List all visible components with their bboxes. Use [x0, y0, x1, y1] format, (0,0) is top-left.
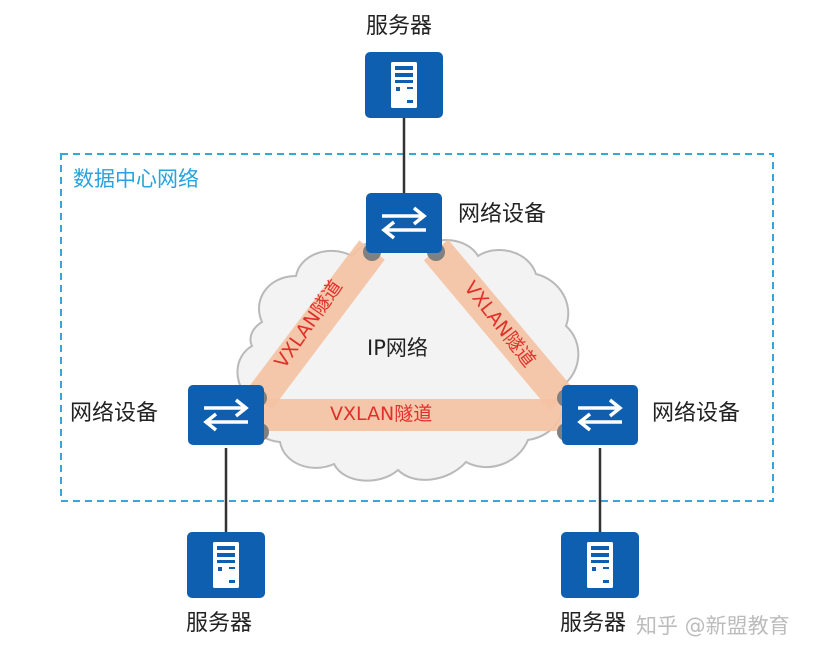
switch-icon: [562, 385, 638, 445]
server-right-label: 服务器: [560, 611, 627, 636]
tunnel-right: [423, 239, 575, 411]
watermark: 知乎 @新盟教育: [636, 614, 790, 638]
tunnel-left: [246, 240, 385, 410]
server-icon: [365, 52, 443, 118]
switch-icon: [366, 193, 442, 253]
datacenter-region-border: [60, 153, 774, 502]
ip-network-label: IP网络: [367, 336, 428, 360]
server-icon: [561, 532, 639, 598]
device-top-label: 网络设备: [458, 202, 547, 227]
server-left-label: 服务器: [186, 611, 253, 636]
device-left-label: 网络设备: [70, 401, 159, 426]
tunnel-bottom-label: VXLAN隧道: [330, 403, 433, 425]
server-top-label: 服务器: [366, 14, 433, 39]
switch-icon: [188, 385, 264, 445]
device-right-label: 网络设备: [652, 401, 741, 426]
region-label: 数据中心网络: [73, 167, 199, 191]
server-icon: [187, 532, 265, 598]
